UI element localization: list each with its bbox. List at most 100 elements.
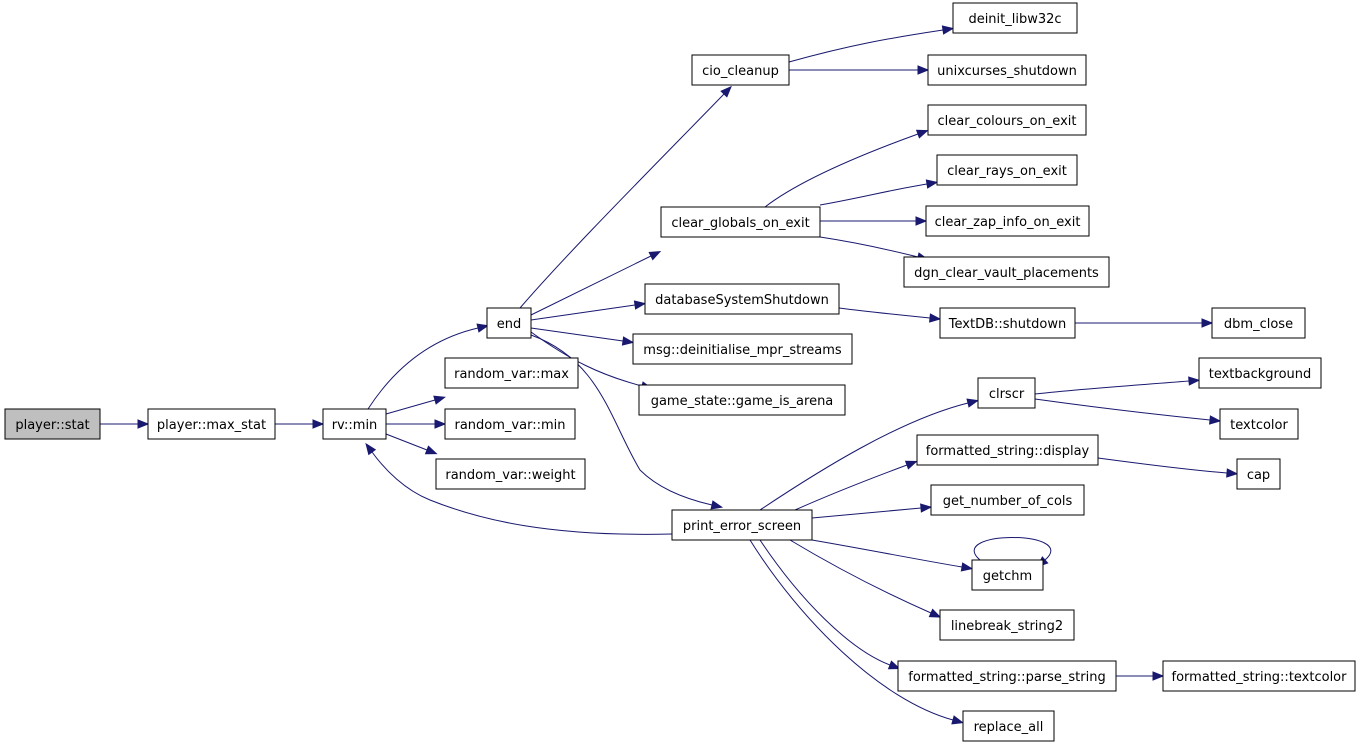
edge-line — [519, 93, 725, 309]
node-label: rv::min — [332, 418, 378, 433]
arrowhead — [434, 419, 447, 429]
node-label: cap — [1247, 468, 1270, 483]
node-deinit-libw32c[interactable]: deinit_libw32c — [952, 2, 1078, 34]
edge-end-to-db_shutdown — [530, 300, 647, 321]
edge-line — [1097, 457, 1228, 474]
edge-line — [1034, 380, 1190, 395]
node-label: clear_globals_on_exit — [671, 216, 809, 231]
edge-print_error-to-rv_min — [365, 442, 673, 535]
node-unixcurses[interactable]: unixcurses_shutdown — [927, 54, 1087, 86]
arrowhead — [365, 442, 377, 456]
edge-line — [530, 255, 652, 316]
node-label: getchm — [983, 569, 1032, 584]
edge-print_error-to-fs_parse — [759, 539, 901, 670]
node-box — [962, 710, 1055, 742]
node-textdb-shutdown[interactable]: TextDB::shutdown — [939, 307, 1076, 339]
node-dbm-close[interactable]: dbm_close — [1211, 307, 1306, 339]
edge-line — [530, 304, 636, 321]
edge-line — [811, 507, 922, 519]
node-label: clear_colours_on_exit — [938, 114, 1077, 129]
node-fs-display[interactable]: formatted_string::display — [916, 434, 1099, 466]
node-box — [977, 377, 1036, 409]
arrowhead — [929, 313, 942, 323]
node-rv-min[interactable]: rv::min — [322, 408, 387, 440]
node-dgn-clear[interactable]: dgn_clear_vault_placements — [903, 256, 1110, 288]
node-label: linebreak_string2 — [951, 619, 1063, 634]
edge-line — [367, 327, 479, 410]
node-getchm[interactable]: getchm — [971, 559, 1044, 591]
edge-end-to-cio_cleanup — [519, 85, 732, 309]
node-box — [1211, 307, 1306, 339]
node-linebreak[interactable]: linebreak_string2 — [939, 609, 1075, 641]
node-textbackground[interactable]: textbackground — [1198, 357, 1322, 389]
node-rv-min2[interactable]: random_var::min — [444, 408, 576, 440]
node-fs-textcolor[interactable]: formatted_string::textcolor — [1162, 660, 1356, 692]
node-msg-deinit[interactable]: msg::deinitialise_mpr_streams — [632, 333, 853, 365]
arrowhead — [621, 336, 635, 346]
node-box — [644, 283, 840, 315]
node-clear-colours[interactable]: clear_colours_on_exit — [927, 104, 1087, 136]
arrowhead — [941, 25, 955, 35]
arrowhead — [951, 715, 964, 725]
node-box — [435, 458, 586, 490]
node-box — [638, 384, 846, 416]
node-db-shutdown[interactable]: databaseSystemShutdown — [644, 283, 840, 315]
node-label: clear_rays_on_exit — [947, 164, 1067, 179]
node-box — [660, 206, 821, 238]
edge-line — [973, 537, 1052, 561]
edge-line — [759, 402, 969, 511]
node-cap[interactable]: cap — [1236, 458, 1281, 490]
node-label: databaseSystemShutdown — [655, 293, 829, 308]
node-replace-all[interactable]: replace_all — [962, 710, 1055, 742]
edge-fs_parse-to-fs_textcolor — [1116, 671, 1165, 681]
node-label: dbm_close — [1224, 317, 1293, 332]
edge-rv_min-to-end — [367, 323, 490, 410]
node-clear-zap[interactable]: clear_zap_info_on_exit — [925, 205, 1090, 237]
edge-line — [371, 451, 673, 535]
node-label: unixcurses_shutdown — [937, 64, 1077, 79]
node-max-stat[interactable]: player::max_stat — [147, 408, 276, 440]
edge-rv_min-to-rv_min2 — [386, 419, 447, 429]
arrowhead — [915, 129, 929, 139]
node-end[interactable]: end — [486, 307, 532, 339]
arrowhead — [137, 419, 150, 429]
node-textcolor[interactable]: textcolor — [1219, 408, 1299, 440]
node-box — [147, 408, 276, 440]
node-label: textcolor — [1230, 418, 1288, 433]
node-clrscr[interactable]: clrscr — [977, 377, 1036, 409]
node-box — [897, 660, 1117, 692]
node-fs-parse[interactable]: formatted_string::parse_string — [897, 660, 1117, 692]
arrowhead — [1226, 468, 1239, 478]
node-clear-globals[interactable]: clear_globals_on_exit — [660, 206, 821, 238]
node-box — [322, 408, 387, 440]
node-label: random_var::min — [455, 418, 566, 433]
node-label: clear_zap_info_on_exit — [935, 215, 1081, 230]
node-label: formatted_string::parse_string — [908, 670, 1105, 685]
edge-end-to-clear_globals — [530, 250, 662, 316]
node-cio-cleanup[interactable]: cio_cleanup — [691, 54, 790, 86]
node-rv-weight[interactable]: random_var::weight — [435, 458, 586, 490]
node-box — [927, 104, 1087, 136]
edge-line — [789, 539, 932, 614]
arrowhead — [648, 250, 662, 261]
node-box — [632, 333, 853, 365]
node-box — [671, 509, 813, 541]
node-box — [1219, 408, 1299, 440]
edge-line — [530, 327, 624, 342]
edge-max_stat-to-rv_min — [275, 419, 325, 429]
node-label: player::stat — [15, 418, 89, 433]
node-get-cols[interactable]: get_number_of_cols — [930, 484, 1085, 516]
node-print-error[interactable]: print_error_screen — [671, 509, 813, 541]
node-box — [936, 154, 1078, 186]
node-rv-max[interactable]: random_var::max — [444, 357, 579, 389]
arrowhead — [1152, 671, 1165, 681]
edge-end-to-msg_deinit — [530, 327, 635, 346]
node-box — [486, 307, 532, 339]
edge-line — [819, 236, 919, 258]
node-box — [903, 256, 1110, 288]
arrowhead — [925, 179, 939, 189]
node-game-arena[interactable]: game_state::game_is_arena — [638, 384, 846, 416]
node-clear-rays[interactable]: clear_rays_on_exit — [936, 154, 1078, 186]
arrowhead — [1201, 318, 1214, 328]
